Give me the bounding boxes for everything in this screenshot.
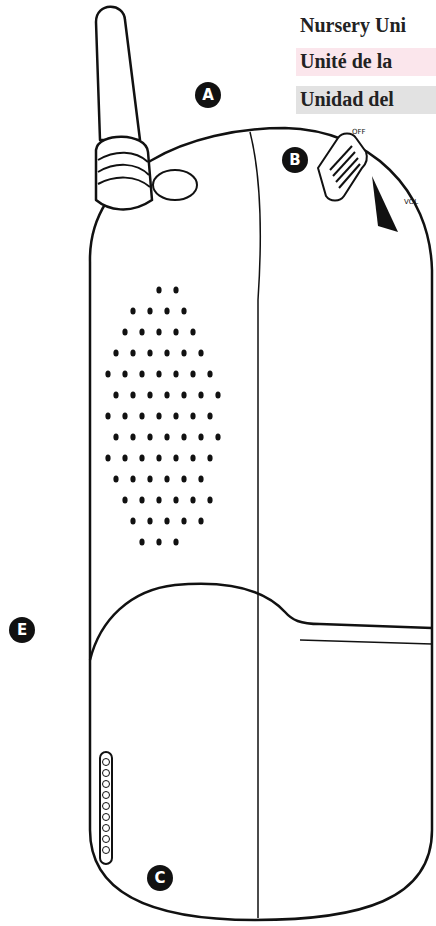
callout-letter: B <box>282 147 308 173</box>
speaker-grille <box>105 286 220 545</box>
title-text: Nursery Uni <box>300 14 406 37</box>
volume-dial <box>318 134 398 233</box>
antenna <box>96 7 140 140</box>
dial-label: VOL <box>404 198 418 206</box>
title-text: Unité de la <box>300 50 432 73</box>
button <box>153 170 197 200</box>
title-band: Unidad del <box>296 86 436 114</box>
title-text: Unidad del <box>300 88 432 111</box>
title-band: Unité de la <box>296 48 436 76</box>
housing <box>90 128 432 920</box>
callout-letter: C <box>147 865 173 891</box>
dial-label: OFF <box>352 128 366 136</box>
led-indicator <box>100 752 112 864</box>
callout-letter: A <box>195 82 221 108</box>
antenna-collar <box>96 137 152 210</box>
callout-letter: E <box>9 617 35 643</box>
